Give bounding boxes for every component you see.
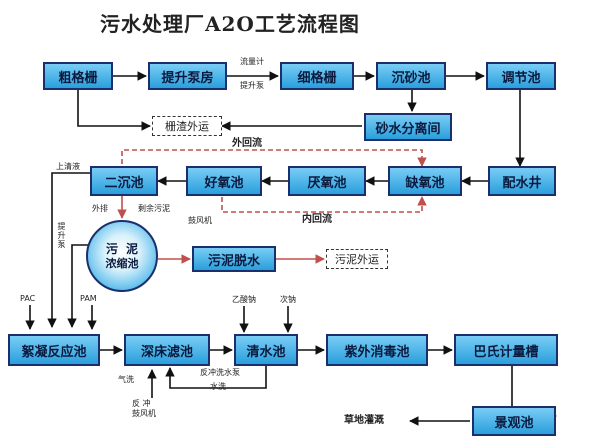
node-screenings-out: 栅渣外运 <box>152 116 222 136</box>
label-internal-return: 内回流 <box>302 214 332 225</box>
node-distribution-well: 配水井 <box>488 166 556 196</box>
node-lift-pump-house: 提升泵房 <box>148 62 227 90</box>
node-grit-separator: 砂水分离间 <box>364 113 452 141</box>
arrow-clarifier-to-flocculation <box>47 172 90 328</box>
label-sodium-acetate: 乙酸钠 <box>232 295 256 304</box>
label-air-wash: 气洗 <box>118 375 134 384</box>
node-anoxic-tank: 缺氧池 <box>388 166 462 196</box>
node-aerobic-tank: 好氧池 <box>186 166 262 196</box>
node-landscape-pond: 景观池 <box>472 406 556 436</box>
label-backwash-blower-line2: 鼓风机 <box>132 409 156 418</box>
label-backwash-pump: 反冲洗水泵 <box>200 368 240 377</box>
label-external-return: 外回流 <box>232 138 262 149</box>
label-flowmeter: 流量计 <box>240 57 264 66</box>
node-fine-screen: 细格栅 <box>280 62 354 90</box>
thickener-label-line2: 浓缩池 <box>105 256 139 270</box>
label-pac: PAC <box>20 294 36 303</box>
node-anaerobic-tank: 厌氧池 <box>288 166 366 196</box>
node-uv-disinfection: 紫外消毒池 <box>326 334 428 366</box>
node-coarse-screen: 粗格栅 <box>43 62 113 90</box>
node-flocculation-tank: 絮凝反应池 <box>8 334 100 366</box>
node-deep-bed-filter: 深床滤池 <box>124 334 210 366</box>
arrow-coarse-to-screenings <box>77 90 151 131</box>
label-hypochlorite: 次钠 <box>280 295 296 304</box>
node-clear-water-tank: 清水池 <box>234 334 298 366</box>
label-discharge: 外排 <box>92 204 108 213</box>
label-lift-pump-small: 提升泵 <box>240 81 264 90</box>
node-secondary-clarifier: 二沉池 <box>90 166 158 196</box>
label-lift-pump-vertical: 提升泵 <box>57 222 66 249</box>
label-blower: 鼓风机 <box>188 216 212 225</box>
internal-return-line <box>221 196 427 213</box>
thickener-label-line1: 污泥 <box>105 242 146 257</box>
label-water-wash: 水洗 <box>210 382 226 391</box>
external-return-line <box>121 149 427 196</box>
label-excess-sludge: 剩余污泥 <box>138 204 170 213</box>
label-backwash-blower-line1: 反 冲 <box>132 399 151 408</box>
diagram-title: 污水处理厂A2O工艺流程图 <box>100 12 360 36</box>
node-sludge-dewatering: 污泥脱水 <box>192 246 276 272</box>
node-grit-chamber: 沉砂池 <box>376 62 446 90</box>
arrow-thickener-to-flocculation <box>67 244 88 328</box>
node-sludge-thickener: 污泥 浓缩池 <box>86 220 158 292</box>
node-equalization-tank: 调节池 <box>486 62 556 90</box>
label-grassland-irrigation: 草地灌溉 <box>344 415 384 426</box>
node-sludge-out: 污泥外运 <box>326 249 388 269</box>
label-supernatant: 上清液 <box>56 162 80 171</box>
arrow-backwash-water <box>165 366 267 389</box>
label-pam: PAM <box>80 294 97 303</box>
node-parshall-flume: 巴氏计量槽 <box>454 334 558 366</box>
